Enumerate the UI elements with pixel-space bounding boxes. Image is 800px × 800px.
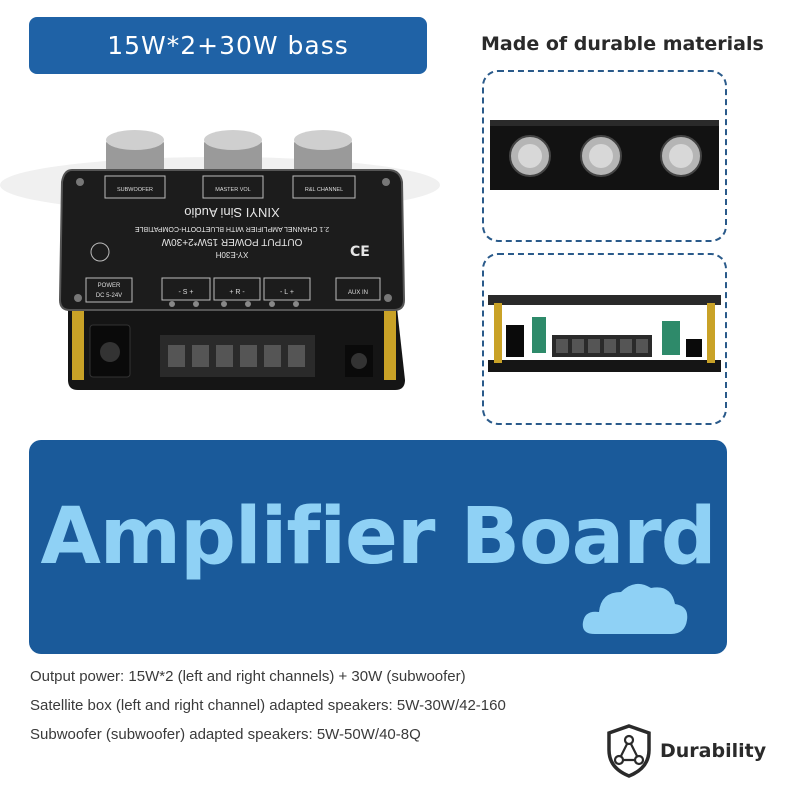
cloud-icon — [582, 583, 688, 634]
materials-title: Made of durable materials — [481, 33, 764, 55]
knob-label-rl-channel: R&L CHANNEL — [305, 187, 343, 193]
front-view-image — [490, 120, 719, 190]
spec-line-output-power: Output power: 15W*2 (left and right chan… — [30, 668, 466, 685]
back-view-photo-frame — [482, 253, 727, 425]
durability-label: Durability — [660, 740, 767, 762]
aux-label: AUX IN — [348, 290, 368, 296]
power-spec-badge: 15W*2+30W bass — [29, 17, 427, 74]
spec-list: Output power: 15W*2 (left and right chan… — [30, 668, 590, 755]
brand-logo-icon — [90, 242, 110, 262]
terminal-label-s: - S + — [179, 289, 194, 296]
power-label: POWER — [98, 283, 121, 289]
power-spec: DC 5-24V — [96, 293, 122, 299]
board-brand: XINYI Sini Audio — [184, 205, 279, 220]
front-view-photo-frame — [482, 70, 727, 242]
shield-network-icon — [607, 724, 651, 778]
spec-line-satellite-speakers: Satellite box (left and right channel) a… — [30, 697, 506, 714]
amplifier-board-image: SUBWOOFER MASTER VOL R&L CHANNEL XY-E30H… — [0, 90, 440, 430]
terminal-label-r: + R - — [229, 289, 245, 296]
main-banner: Amplifier Board — [29, 440, 727, 654]
knob-label-master-vol: MASTER VOL — [215, 187, 250, 193]
power-spec-badge-text: 15W*2+30W bass — [107, 31, 349, 60]
durability-badge: Durability — [606, 723, 786, 779]
ce-mark: CE — [350, 244, 370, 260]
back-view-image — [488, 295, 721, 372]
board-model: XY-E30H — [215, 250, 248, 259]
spec-line-subwoofer-speakers: Subwoofer (subwoofer) adapted speakers: … — [30, 726, 421, 743]
board-description: 2.1 CHANNEL AMPLIFIER WITH BLUETOOTH-COM… — [135, 225, 330, 232]
banner-title: Amplifier Board — [40, 492, 716, 582]
board-output-power: OUTPUT POWER 15W*2+30W — [161, 236, 302, 247]
terminal-label-l: - L + — [280, 289, 294, 296]
knob-label-subwoofer: SUBWOOFER — [117, 187, 153, 193]
